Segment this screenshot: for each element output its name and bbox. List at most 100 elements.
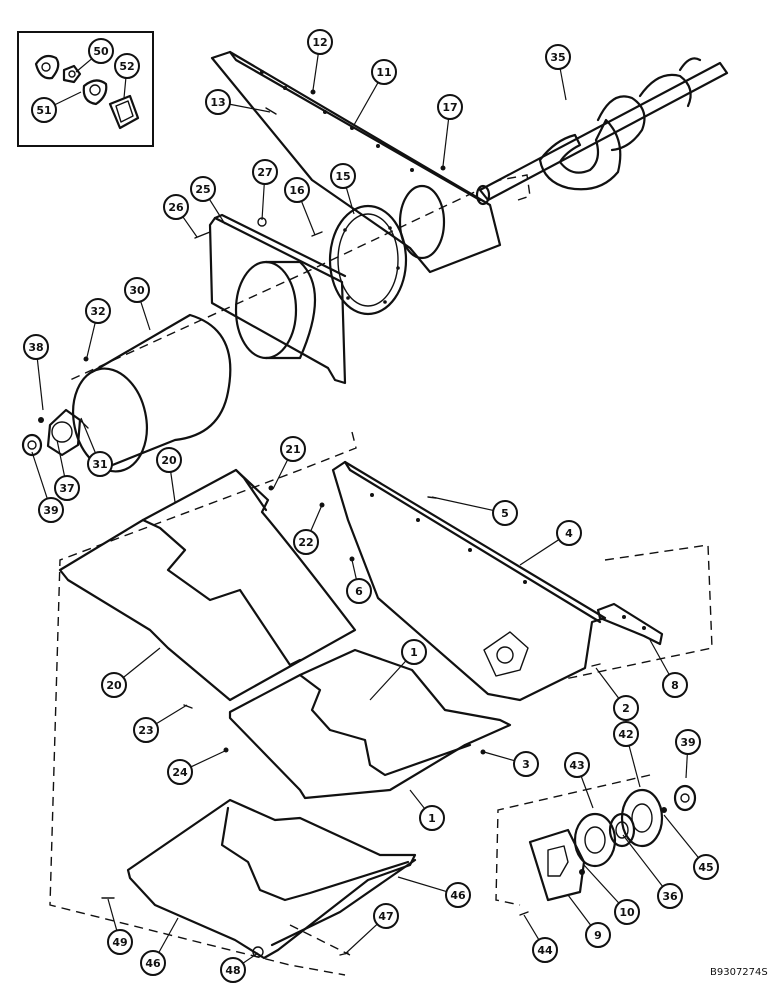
dashed-boundary-right <box>559 544 713 681</box>
callout-number: 49 <box>112 936 127 949</box>
callout-number: 16 <box>289 184 305 197</box>
callout-number: 48 <box>225 964 240 977</box>
callout-leader <box>261 183 265 221</box>
callout-leader <box>170 471 176 503</box>
callout-circle <box>371 59 397 85</box>
callout-labels: 1123456891011121315161720202122232425262… <box>23 29 719 983</box>
callout-c39b: 39 <box>675 729 701 779</box>
callout-circle <box>114 53 140 79</box>
callout-number: 37 <box>59 482 74 495</box>
callout-c25: 25 <box>190 176 226 225</box>
callout-circle <box>492 500 518 526</box>
callout-leader <box>310 504 323 532</box>
callout-c15: 15 <box>330 163 356 215</box>
callout-c20a: 20 <box>156 447 182 503</box>
callout-leader <box>54 91 82 106</box>
callout-number: 25 <box>195 183 210 196</box>
callout-c1a: 1 <box>369 639 427 701</box>
callout-circle <box>556 520 582 546</box>
callout-c13: 13 <box>205 89 271 115</box>
callout-circle <box>23 334 49 360</box>
callout-number: 10 <box>619 906 635 919</box>
callout-c46b: 46 <box>140 917 179 976</box>
callout-circle <box>419 805 445 831</box>
callout-c3: 3 <box>483 751 539 777</box>
callout-number: 51 <box>36 104 51 117</box>
callout-number: 52 <box>119 60 134 73</box>
callout-c12: 12 <box>307 29 333 91</box>
callout-number: 36 <box>662 890 678 903</box>
callout-number: 30 <box>129 284 145 297</box>
callout-number: 2 <box>622 702 630 715</box>
callout-leader <box>483 751 515 762</box>
callout-c22: 22 <box>293 504 323 555</box>
callout-circle <box>167 759 193 785</box>
callout-leader <box>158 917 179 953</box>
callout-c23: 23 <box>133 704 188 743</box>
callout-circle <box>88 38 114 64</box>
callout-circle <box>445 882 471 908</box>
callout-number: 26 <box>168 201 184 214</box>
callout-c21: 21 <box>272 436 306 490</box>
callout-c2: 2 <box>595 667 639 721</box>
inset-flange-lower <box>82 79 108 106</box>
callout-circle <box>585 922 611 948</box>
callout-c49: 49 <box>107 898 133 955</box>
callout-c39a: 39 <box>31 451 64 523</box>
callout-c36: 36 <box>622 834 683 909</box>
callout-number: 38 <box>28 341 43 354</box>
callout-circle <box>163 194 189 220</box>
callout-circle <box>532 937 558 963</box>
callout-c5: 5 <box>431 496 518 526</box>
callout-circle <box>133 717 159 743</box>
callout-leader <box>312 53 319 91</box>
callout-leader <box>663 814 699 859</box>
inset-detail <box>17 31 154 147</box>
callout-c9: 9 <box>567 894 611 948</box>
callout-c44: 44 <box>523 914 558 963</box>
callout-circle <box>657 883 683 909</box>
callout-c32: 32 <box>85 298 111 358</box>
callout-number: 27 <box>257 166 272 179</box>
callout-c43: 43 <box>564 752 594 809</box>
callout-circle <box>293 529 319 555</box>
callout-number: 22 <box>298 536 313 549</box>
callout-leader <box>431 496 494 512</box>
callout-leader <box>622 834 664 887</box>
callout-number: 9 <box>594 929 602 942</box>
callout-c17: 17 <box>437 94 463 167</box>
callout-circle <box>54 475 80 501</box>
callout-leader <box>272 459 289 490</box>
callout-leader <box>36 358 44 411</box>
inset-nut <box>62 64 82 84</box>
callout-number: 43 <box>569 759 584 772</box>
callout-leader <box>31 451 48 499</box>
callout-number: 4 <box>565 527 573 540</box>
drawing-reference-code: B9307274S <box>710 967 768 978</box>
callout-number: 20 <box>106 679 122 692</box>
callout-circle <box>330 163 356 189</box>
callout-leader <box>580 776 594 809</box>
inset-gasket <box>108 94 140 130</box>
callout-circle <box>107 929 133 955</box>
callout-leader <box>86 322 96 358</box>
callout-c46a: 46 <box>397 876 471 908</box>
callout-circle <box>693 854 719 880</box>
callout-circle <box>545 44 571 70</box>
callout-c24: 24 <box>167 749 228 785</box>
callout-leader <box>122 647 161 678</box>
callout-circle <box>513 751 539 777</box>
ring-flange <box>328 204 408 316</box>
callout-leader <box>685 753 688 779</box>
callout-circle <box>613 721 639 747</box>
callout-leader <box>583 864 620 904</box>
callout-number: 8 <box>671 679 679 692</box>
callout-number: 45 <box>698 861 713 874</box>
callout-number: 1 <box>410 646 418 659</box>
callout-circle <box>205 89 231 115</box>
callout-leader <box>75 58 93 73</box>
callout-number: 31 <box>92 458 107 471</box>
callout-number: 39 <box>43 504 58 517</box>
callout-c51: 51 <box>31 91 82 123</box>
callout-leader <box>182 216 198 238</box>
